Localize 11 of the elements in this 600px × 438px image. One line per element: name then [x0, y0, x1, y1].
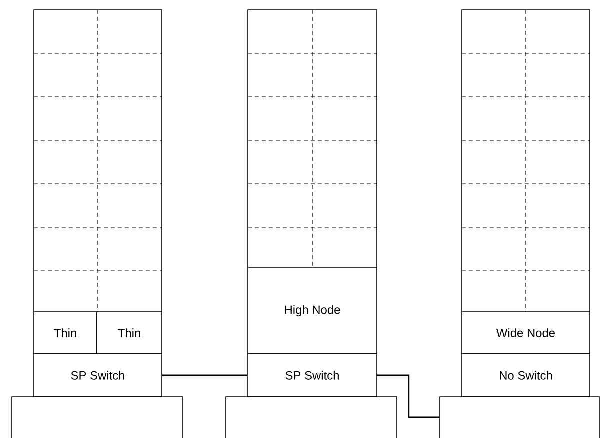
node-box: SP Switch: [248, 354, 378, 398]
node-box: Thin: [96, 312, 162, 354]
base-box: [440, 396, 600, 438]
node-box: No Switch: [462, 354, 590, 398]
connector-line: [377, 374, 440, 418]
connector-line: [162, 374, 248, 376]
base-box: [12, 396, 184, 438]
node-box: Thin: [34, 312, 98, 354]
node-box: High Node: [248, 268, 378, 354]
node-box: Wide Node: [462, 312, 590, 354]
base-box: [226, 396, 398, 438]
